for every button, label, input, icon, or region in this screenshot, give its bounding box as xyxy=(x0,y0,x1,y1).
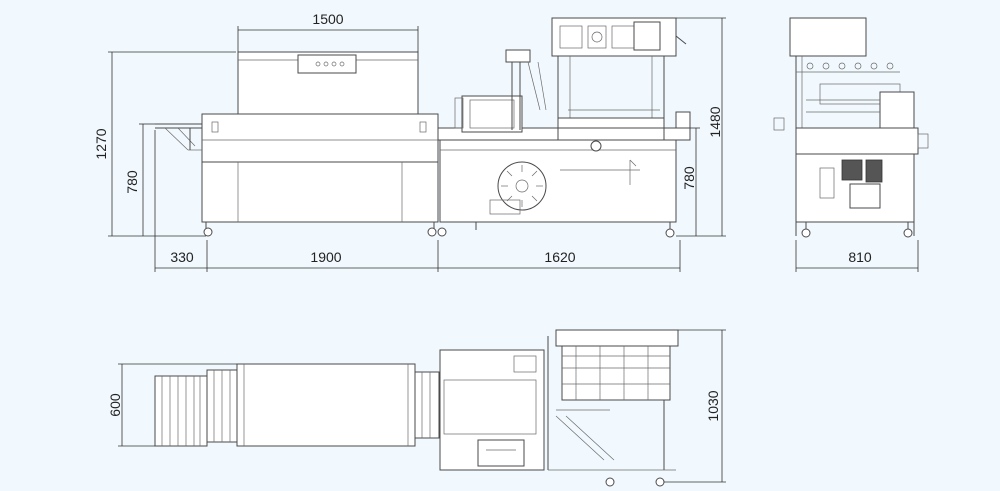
side-rollers xyxy=(806,62,894,70)
dim-total-height: 1270 xyxy=(93,128,109,159)
dim-infeed: 330 xyxy=(170,249,194,265)
infeed-conveyor xyxy=(155,123,202,151)
front-elevation-view: 1500 1270 780 330 1900 1620 1480 780 xyxy=(93,11,726,272)
dim-sealer-height: 1480 xyxy=(707,106,723,137)
tunnel-casters xyxy=(203,222,447,237)
dim-sealer-length: 1620 xyxy=(544,249,575,265)
tunnel-control-panel xyxy=(297,54,357,74)
side-elevation-view: 810 xyxy=(773,17,929,272)
plan-infeed-conveyor xyxy=(154,375,208,447)
plan-sealer xyxy=(439,329,679,487)
front-dimensions: 1500 1270 780 330 1900 1620 1480 780 xyxy=(93,11,726,272)
dim-top-width: 1500 xyxy=(312,11,343,27)
dim-tunnel-height: 780 xyxy=(124,170,140,194)
plan-view: 600 1030 xyxy=(107,329,726,487)
plan-tunnel xyxy=(236,363,416,447)
side-motor xyxy=(841,159,863,181)
dim-plan-width: 600 xyxy=(107,393,123,417)
dim-plan-depth: 1030 xyxy=(705,390,721,421)
dim-tunnel-length: 1900 xyxy=(310,249,341,265)
dim-side-width: 810 xyxy=(848,249,872,265)
dim-sealer-table-height: 780 xyxy=(681,166,697,190)
l-sealer-front xyxy=(437,17,691,238)
